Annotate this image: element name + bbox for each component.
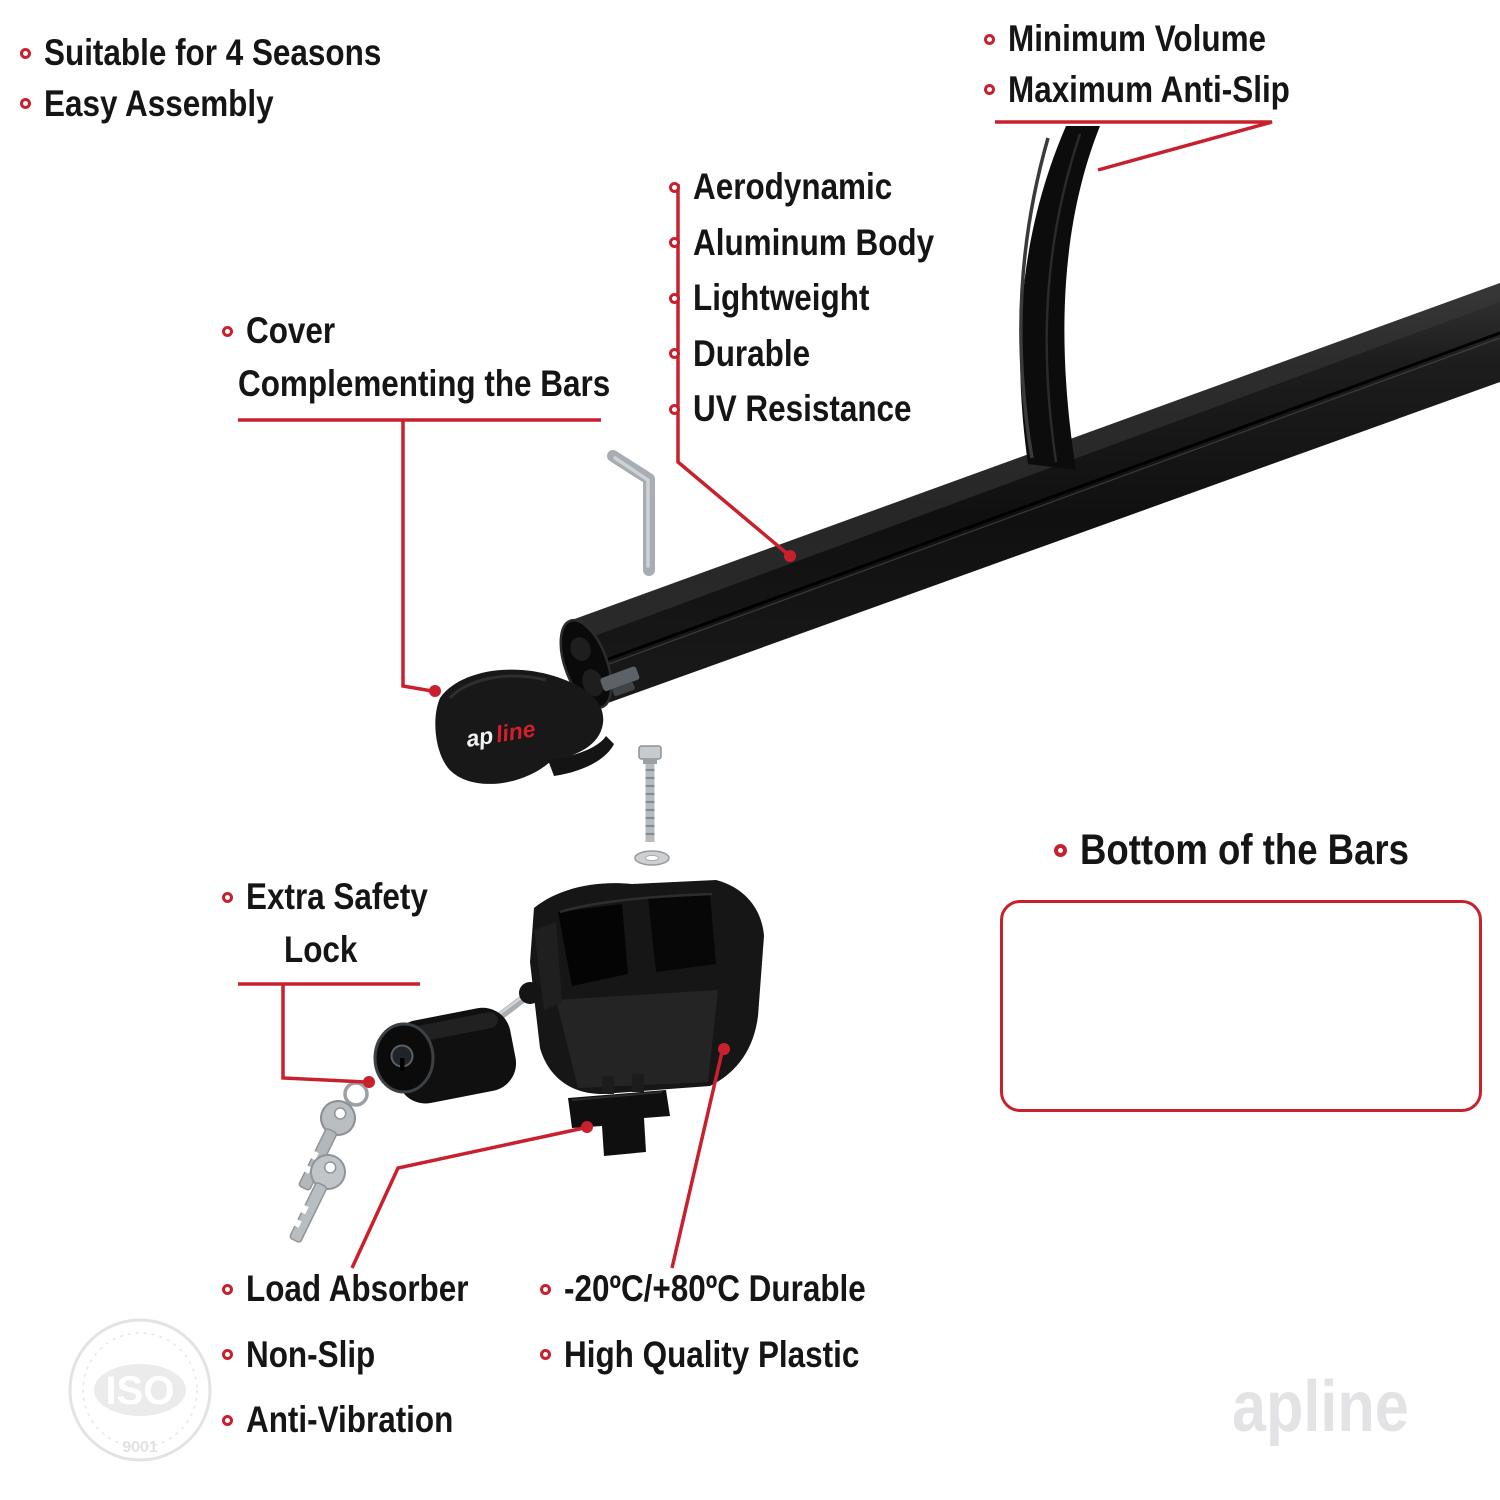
feature-item: UV Resistance <box>669 388 977 431</box>
bullet-icon <box>984 84 995 96</box>
allen-key-illustration <box>607 450 655 576</box>
safety-lock-label: Extra Safety Lock <box>222 876 460 971</box>
key-icon <box>289 1154 346 1243</box>
bullet-icon <box>984 33 995 45</box>
end-cap-logo: ap line <box>464 715 537 752</box>
feature-label: Maximum Anti-Slip <box>1008 68 1290 110</box>
bullet-icon <box>669 237 680 249</box>
safety-label-line1: Extra Safety <box>246 876 428 917</box>
rubber-strip-illustration <box>1019 126 1100 470</box>
brand-suffix: line <box>494 715 537 747</box>
connector-absorber <box>350 1126 585 1269</box>
safety-label-line2: Lock <box>284 928 358 970</box>
label-line: Complementing the Bars <box>238 363 676 406</box>
bolt-illustration <box>638 745 662 842</box>
brand-watermark-text: apline <box>1232 1367 1409 1447</box>
connector-antislip <box>995 120 1273 172</box>
bullet-icon <box>540 1349 551 1361</box>
slot-nut <box>600 666 640 697</box>
feature-label: -20ºC/+80ºC Durable <box>564 1268 866 1309</box>
foot-clamp-illustration <box>530 880 764 1094</box>
bullet-icon <box>222 325 233 337</box>
label-line: Lock <box>284 929 460 972</box>
bullet-icon <box>222 1414 233 1426</box>
key-ring-icon <box>343 1081 369 1107</box>
bottom-bars-label-text: Bottom of the Bars <box>1080 826 1409 874</box>
keys-illustration <box>289 1081 369 1243</box>
top-right-feature-list: Minimum Volume Maximum Anti-Slip <box>984 18 1340 111</box>
key-icon <box>298 1100 357 1191</box>
bullet-icon <box>20 47 31 59</box>
bullet-icon <box>669 403 680 415</box>
bottom-bars-label: Bottom of the Bars <box>1054 826 1467 875</box>
feature-label: Suitable for 4 Seasons <box>44 32 382 73</box>
bottom-bars-panel <box>1000 900 1482 1112</box>
feature-item: High Quality Plastic <box>540 1334 919 1377</box>
feature-label: Aerodynamic <box>693 166 893 207</box>
end-cap-illustration: ap line <box>435 669 614 784</box>
bottom-right-feature-list: -20ºC/+80ºC Durable High Quality Plastic <box>540 1268 919 1376</box>
brand-prefix: ap <box>464 722 495 752</box>
bullet-icon <box>222 891 233 903</box>
feature-label: UV Resistance <box>693 388 912 430</box>
feature-item: Durable <box>669 333 977 376</box>
cover-label-line2: Complementing the Bars <box>238 362 611 404</box>
feature-label: Minimum Volume <box>1008 18 1267 59</box>
feature-label: Aluminum Body <box>693 221 935 263</box>
label-line: Bottom of the Bars <box>1054 826 1467 875</box>
feature-item: Lightweight <box>669 277 977 320</box>
bullet-icon <box>222 1283 233 1295</box>
iso-stamp: ISO 9001 <box>68 1318 212 1462</box>
connector-dots <box>363 550 796 1133</box>
bullet-icon <box>669 181 680 193</box>
feature-label: Durable <box>693 332 811 374</box>
top-left-feature-list: Suitable for 4 Seasons Easy Assembly <box>20 32 441 125</box>
iso-subtitle: 9001 <box>122 1439 158 1456</box>
feature-item: Load Absorber <box>222 1268 508 1311</box>
bullet-icon <box>20 98 31 110</box>
brand-watermark: apline <box>1232 1366 1440 1448</box>
feature-label: Lightweight <box>693 277 870 319</box>
bottom-left-feature-list: Load Absorber Non-Slip Anti-Vibration <box>222 1268 508 1442</box>
connector-cover <box>401 420 433 693</box>
feature-item: Minimum Volume <box>984 18 1340 61</box>
feature-item: Non-Slip <box>222 1334 508 1377</box>
bullet-icon <box>1054 844 1067 858</box>
feature-item: Aluminum Body <box>669 222 977 265</box>
lower-bracket-illustration <box>568 1074 670 1156</box>
iso-title: ISO <box>106 1369 175 1413</box>
feature-item: -20ºC/+80ºC Durable <box>540 1268 919 1311</box>
feature-item: Easy Assembly <box>20 83 441 126</box>
bullet-icon <box>222 1349 233 1361</box>
label-line: Extra Safety <box>222 876 460 919</box>
connector-plastic <box>670 1051 724 1269</box>
bullet-icon <box>669 292 680 304</box>
bar-feature-list: Aerodynamic Aluminum Body Lightweight Du… <box>669 166 977 431</box>
crossbar-end-section <box>559 618 613 710</box>
feature-item: Suitable for 4 Seasons <box>20 32 441 75</box>
keyhole-icon <box>390 1044 414 1068</box>
connector-lock <box>281 984 367 1084</box>
feature-label: Non-Slip <box>246 1333 376 1375</box>
bullet-icon <box>669 348 680 360</box>
feature-label: Easy Assembly <box>44 82 274 124</box>
feature-label: Anti-Vibration <box>246 1399 454 1441</box>
washer-illustration <box>634 850 670 866</box>
cover-label: Cover Complementing the Bars <box>222 310 676 405</box>
feature-label: High Quality Plastic <box>564 1333 860 1375</box>
cover-label-line1: Cover <box>246 310 336 351</box>
label-line: Cover <box>222 310 676 353</box>
feature-item: Aerodynamic <box>669 166 977 209</box>
feature-label: Load Absorber <box>246 1268 469 1309</box>
lock-illustration <box>373 982 541 1104</box>
feature-item: Anti-Vibration <box>222 1399 508 1442</box>
feature-item: Maximum Anti-Slip <box>984 69 1340 112</box>
bullet-icon <box>540 1283 551 1295</box>
